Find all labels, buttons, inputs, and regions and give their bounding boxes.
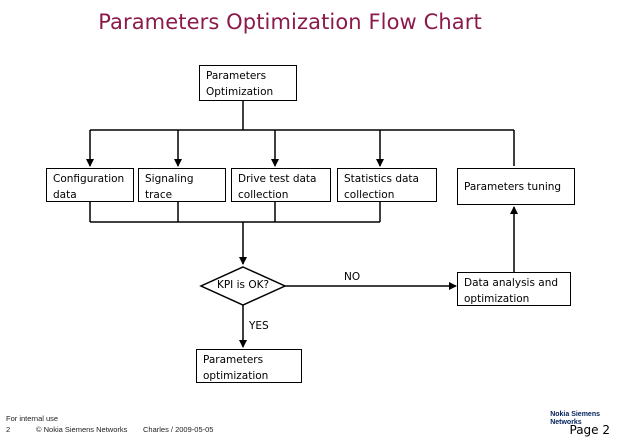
edge-label-yes: YES — [249, 320, 269, 332]
nokia-siemens-logo: Nokia Siemens Networks — [550, 411, 600, 426]
page-title: Parameters Optimization Flow Chart — [98, 10, 482, 34]
node-statistics-collection: Statistics data collection — [337, 168, 437, 202]
node-kpi-check: KPI is OK? — [216, 279, 270, 291]
footer-copyright: © Nokia Siemens Networks — [36, 425, 128, 434]
node-optimization-end: Parameters optimization ends. — [196, 349, 302, 383]
footer-usage: For internal use — [6, 414, 59, 423]
node-parameters-tuning: Parameters tuning — [457, 168, 575, 205]
page-number: Page 2 — [569, 423, 611, 437]
node-signaling-collection: Signaling trace data collection — [138, 168, 226, 202]
footer-slide-number: 2 — [6, 425, 11, 434]
node-drive-test-collection: Drive test data collection — [231, 168, 331, 202]
node-data-analysis: Data analysis and optimization — [457, 272, 571, 306]
node-configuration-collection: Configuration data collection — [46, 168, 134, 202]
node-optimization-start: Parameters Optimization start — [199, 65, 297, 101]
footer-author-date: Charles / 2009-05-05 — [143, 425, 214, 434]
edge-label-no: NO — [344, 271, 361, 283]
